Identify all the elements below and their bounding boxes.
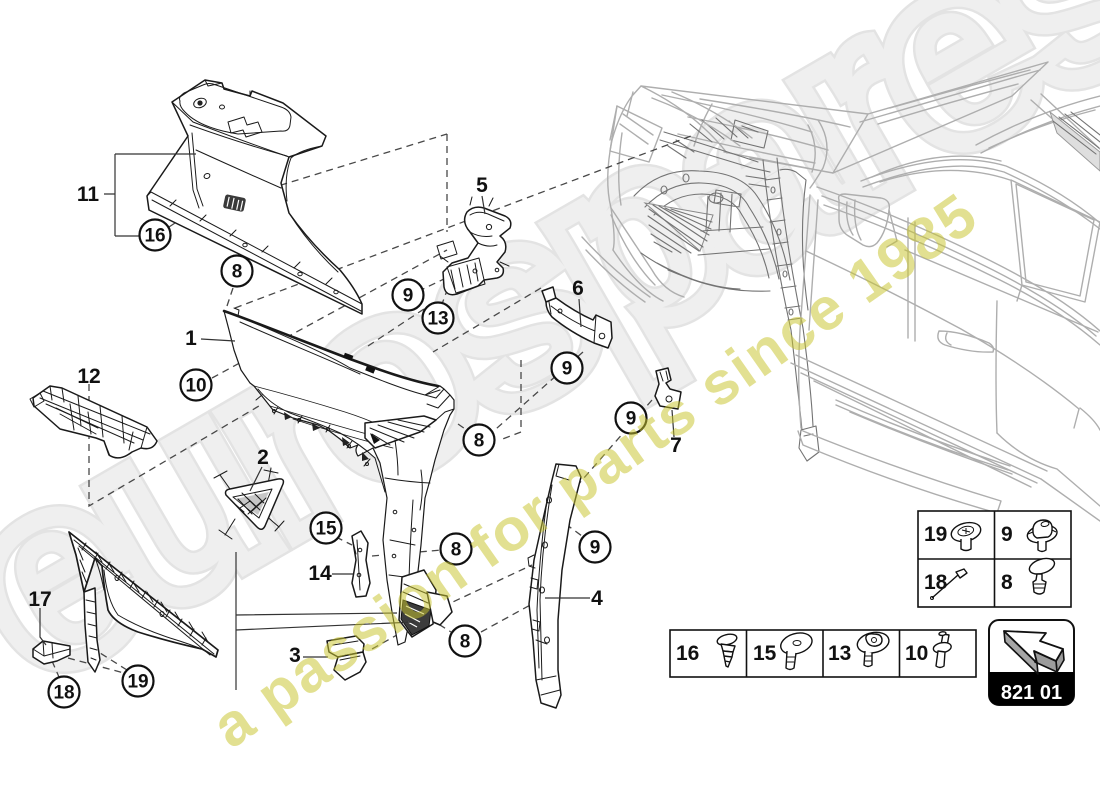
svg-text:12: 12 [77, 365, 100, 388]
svg-text:16: 16 [676, 642, 699, 665]
svg-text:16: 16 [144, 226, 165, 247]
svg-text:11: 11 [77, 183, 100, 206]
svg-text:18: 18 [53, 683, 74, 704]
svg-text:7: 7 [670, 434, 682, 457]
svg-text:10: 10 [185, 376, 206, 397]
svg-text:6: 6 [572, 277, 584, 300]
svg-text:821 01: 821 01 [1001, 682, 1062, 704]
svg-text:9: 9 [562, 359, 573, 380]
svg-text:18: 18 [924, 571, 948, 594]
svg-text:9: 9 [626, 409, 637, 430]
svg-text:19: 19 [127, 672, 148, 693]
svg-text:8: 8 [1001, 571, 1013, 594]
svg-text:13: 13 [427, 309, 448, 330]
svg-text:8: 8 [232, 262, 243, 283]
svg-text:8: 8 [474, 431, 485, 452]
svg-text:17: 17 [28, 588, 51, 611]
svg-text:19: 19 [924, 523, 947, 546]
svg-text:9: 9 [403, 286, 414, 307]
svg-text:5: 5 [476, 174, 488, 197]
svg-text:10: 10 [905, 642, 928, 665]
svg-text:1: 1 [185, 327, 197, 350]
svg-text:8: 8 [460, 632, 471, 653]
svg-text:14: 14 [308, 562, 332, 585]
svg-text:15: 15 [315, 519, 337, 540]
svg-text:15: 15 [753, 642, 777, 665]
svg-text:9: 9 [590, 538, 601, 559]
svg-text:2: 2 [257, 446, 269, 469]
svg-text:9: 9 [1001, 523, 1013, 546]
svg-text:4: 4 [591, 587, 603, 610]
svg-text:13: 13 [828, 642, 851, 665]
svg-text:8: 8 [451, 540, 462, 561]
svg-text:3: 3 [289, 644, 301, 667]
